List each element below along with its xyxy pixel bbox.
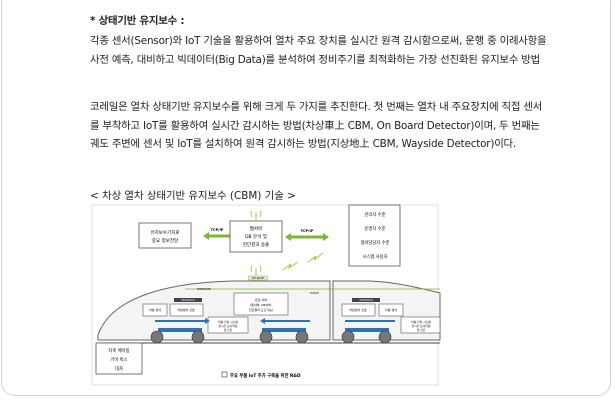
svg-text:웹서버: 웹서버 bbox=[250, 225, 262, 232]
train-illustration: LTE-R/WiFi WTB/MVB TCP/IP TDCS/DCU TDCS/… bbox=[97, 275, 441, 344]
paragraph-korail: 코레일은 열차 상태기반 유지보수를 위해 크게 두 가지를 추진한다. 첫 번… bbox=[90, 101, 543, 151]
svg-text:및 진단: 및 진단 bbox=[417, 328, 426, 332]
depot-box: 유지보수기지로 중요 정보전달 bbox=[138, 222, 192, 249]
tcp-arrow-left: TCP/IP bbox=[203, 228, 230, 240]
svg-text:차량 전반 시스템: 차량 전반 시스템 bbox=[411, 320, 431, 324]
svg-text:차축 베어링: 차축 베어링 bbox=[108, 347, 129, 354]
svg-text:운영자 수준: 운영자 수준 bbox=[364, 225, 385, 232]
antenna-icon bbox=[250, 210, 262, 276]
svg-text:및 진단: 및 진단 bbox=[224, 328, 233, 332]
svg-text:차량 센서: 차량 센서 bbox=[149, 307, 161, 312]
svg-text:온집 서버: 온집 서버 bbox=[255, 297, 267, 302]
svg-text:유지보수기지로: 유지보수기지로 bbox=[151, 229, 180, 236]
svg-text:차량 센서: 차량 센서 bbox=[385, 307, 397, 312]
svg-text:정비담당자 수준: 정비담당자 수준 bbox=[360, 239, 389, 246]
svg-text:TCP/IP: TCP/IP bbox=[211, 228, 224, 232]
svg-text:차량센서 신호: 차량센서 신호 bbox=[349, 307, 367, 312]
svg-text:실시간 모니터링: 실시간 모니터링 bbox=[219, 324, 238, 328]
tcp-arrow-right: TCP/IP bbox=[285, 229, 329, 241]
components-box: 차축 베어링 기어 박스 대차 bbox=[95, 342, 143, 375]
svg-text:WTB/MVB: WTB/MVB bbox=[197, 287, 211, 291]
svg-text:TDCS/DCU: TDCS/DCU bbox=[181, 298, 195, 302]
svg-text:LTE-R/WiFi: LTE-R/WiFi bbox=[252, 276, 265, 280]
user-levels-box: 관리자 수준 운영자 수준 정비담당자 수준 시스템 사용자 bbox=[348, 204, 401, 267]
svg-text:진단결과 도출기능): 진단결과 도출기능) bbox=[249, 307, 273, 312]
wireless-signal-icon bbox=[307, 252, 324, 263]
svg-text:차량센서 신호: 차량센서 신호 bbox=[177, 307, 195, 312]
svg-text:(웹서버, DB서버,: (웹서버, DB서버, bbox=[250, 302, 272, 307]
svg-text:DB 분석 및: DB 분석 및 bbox=[245, 233, 267, 240]
svg-text:TCP/IP: TCP/IP bbox=[301, 229, 314, 233]
svg-text:대차: 대차 bbox=[115, 365, 123, 372]
svg-text:실시간 모니터링: 실시간 모니터링 bbox=[412, 324, 431, 328]
svg-text:시스템 사용자: 시스템 사용자 bbox=[362, 253, 387, 260]
diagram-footer: 주요 부품 IoT 추가 구축을 위한 R&D bbox=[221, 371, 301, 379]
svg-text:TCP/IP: TCP/IP bbox=[309, 291, 319, 295]
web-server-box: 웹서버 DB 분석 및 진단결과 송출 bbox=[229, 220, 283, 253]
svg-text:기어 박스: 기어 박스 bbox=[110, 356, 127, 363]
svg-text:TDCS/DCU: TDCS/DCU bbox=[359, 298, 373, 302]
svg-text:관리자 수준: 관리자 수준 bbox=[364, 211, 385, 218]
wireless-signal-icon bbox=[282, 261, 299, 271]
section-heading: * 상태기반 유지보수 : bbox=[90, 15, 185, 27]
figure-caption: < 차상 열차 상태기반 유지보수 (CBM) 기술 > bbox=[90, 190, 296, 202]
paragraph-definition: 각종 센서(Sensor)와 IoT 기술을 활용하여 열차 주요 장치를 실시… bbox=[90, 35, 547, 66]
svg-text:진단결과 송출: 진단결과 송출 bbox=[243, 241, 269, 248]
svg-text:차량 전반 시스템: 차량 전반 시스템 bbox=[218, 320, 238, 324]
svg-text:주요 부품 IoT 추가 구축을 위한 R&D: 주요 부품 IoT 추가 구축을 위한 R&D bbox=[230, 372, 301, 379]
svg-text:중요 정보전달: 중요 정보전달 bbox=[152, 237, 178, 244]
